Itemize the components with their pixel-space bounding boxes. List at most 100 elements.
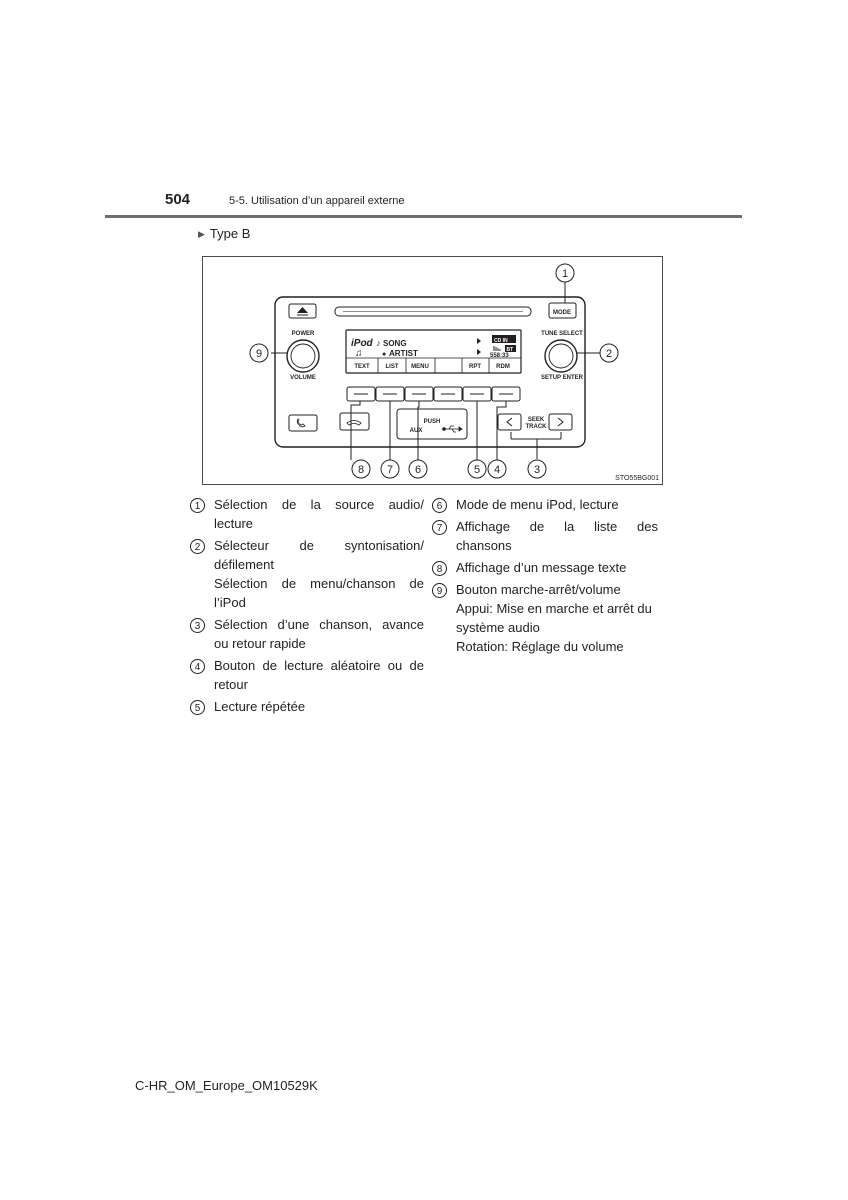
- seek-label: SEEK: [528, 417, 545, 423]
- callout-item: 2 Sélecteur de syntonisation/ défilement…: [190, 536, 424, 612]
- callout-item: 9 Bouton marche-arrêt/volume Appui: Mise…: [432, 580, 658, 656]
- cd-in-badge: [492, 335, 516, 343]
- callout-badge: 3: [190, 618, 205, 633]
- play-arrow-icon: [477, 349, 481, 355]
- callout-text: Rotation: Réglage du volume: [456, 639, 624, 654]
- display-source: iPod: [351, 338, 374, 349]
- playlist-icon: ♫: [355, 348, 363, 359]
- callout-item: 5 Lecture répétée: [190, 697, 424, 716]
- preset-button-1: [346, 386, 376, 402]
- seek-up-button: [548, 413, 573, 431]
- eject-icon: [297, 307, 308, 313]
- callout-badge: 2: [190, 539, 205, 554]
- audio-unit-body: [274, 296, 586, 448]
- aux-label: AUX: [410, 428, 423, 434]
- callout-item: 8 Affichage d’un message texte: [432, 558, 658, 577]
- callout-circle-6: [408, 459, 428, 479]
- callout-item: 6 Mode de menu iPod, lecture: [432, 495, 658, 514]
- figure-code: STO55BG001: [615, 475, 659, 482]
- preset-button-4: [433, 386, 463, 402]
- softkey-list: LIST: [386, 364, 399, 370]
- push-label: PUSH: [424, 419, 441, 425]
- callout-badge: 9: [432, 583, 447, 598]
- footer-code: C-HR_OM_Europe_OM10529K: [135, 1078, 318, 1093]
- music-note-icon: ♪: [376, 338, 381, 348]
- display-artist: ARTIST: [389, 349, 418, 358]
- callout-number: 6: [415, 464, 421, 476]
- phone-pickup-button: [288, 414, 318, 432]
- callout-text: Appui: Mise en marche et arrêt du: [456, 601, 652, 616]
- callout-badge: 4: [190, 659, 205, 674]
- cd-in-text: CD IN: [494, 338, 508, 344]
- subheading-label: Type B: [209, 226, 251, 241]
- callout-text: Affichage de la liste des: [456, 519, 658, 534]
- phone-hangup-icon: [346, 420, 362, 426]
- callout-text: ou retour rapide: [214, 636, 306, 651]
- callout-item: 7 Affichage de la liste des chansons: [432, 517, 658, 555]
- display-time: 558:33: [490, 353, 509, 359]
- mode-button: [548, 302, 577, 319]
- callout-number: 5: [474, 464, 480, 476]
- triangle-marker-icon: ▶: [198, 229, 205, 239]
- callout-number: 3: [534, 464, 540, 476]
- callout-number: 8: [358, 464, 364, 476]
- chevron-right-icon: [557, 417, 564, 427]
- callout-text: Bouton marche-arrêt/volume: [456, 582, 621, 597]
- callout-text: système audio: [456, 620, 540, 635]
- callout-badge: 6: [432, 498, 447, 513]
- callout-circle-3: [527, 459, 547, 479]
- chevron-left-icon: [506, 417, 513, 427]
- callout-text: Affichage d’un message texte: [456, 560, 627, 575]
- callout-text: chansons: [456, 538, 512, 553]
- usb-icon: [442, 425, 463, 433]
- callout-item: 4 Bouton de lecture aléatoire ou de reto…: [190, 656, 424, 694]
- callout-circle-4: [487, 459, 507, 479]
- power-label: POWER: [292, 331, 315, 337]
- play-arrow-icon: [477, 338, 481, 344]
- phone-pickup-icon: [296, 418, 306, 428]
- callout-item: 3 Sélection d’une chanson, avance ou ret…: [190, 615, 424, 653]
- bt-badge: [505, 345, 516, 352]
- person-icon: ●: [382, 351, 386, 358]
- callout-text: l’iPod: [214, 595, 246, 610]
- volume-knob: [286, 339, 320, 373]
- tune-select-label: TUNE SELECT: [541, 331, 583, 337]
- callout-badge: 7: [432, 520, 447, 535]
- tune-select-knob: [544, 339, 578, 373]
- callout-text: Sélection de menu/chanson de: [214, 576, 424, 591]
- softkey-rpt: RPT: [469, 364, 481, 370]
- callout-number: 2: [606, 348, 612, 360]
- callout-badge: 1: [190, 498, 205, 513]
- callout-number: 9: [256, 348, 262, 360]
- audio-unit-figure: 1 2 3 4 5 6 7 8 9 MODE TUNE SELECT SETUP…: [202, 256, 663, 485]
- callout-text: Lecture répétée: [214, 699, 306, 714]
- display-screen: [345, 329, 522, 374]
- callout-circle-2: [599, 343, 619, 363]
- cd-slot: [334, 306, 532, 317]
- signal-icon: [493, 346, 501, 351]
- callout-circle-9: [249, 343, 269, 363]
- eject-button: [288, 303, 317, 319]
- callout-circle-5: [467, 459, 487, 479]
- seek-down-button: [497, 413, 522, 431]
- callout-item: 1 Sélection de la source audio/ lecture: [190, 495, 424, 533]
- page-number: 504: [165, 191, 191, 208]
- callout-number: 1: [562, 268, 568, 280]
- setup-enter-label: SETUP ENTER: [541, 375, 584, 381]
- bt-text: BT: [507, 347, 514, 353]
- softkey-text: TEXT: [354, 364, 370, 370]
- callout-circle-1: [555, 263, 575, 283]
- header-rule: [105, 215, 742, 218]
- track-label: TRACK: [526, 424, 548, 430]
- subheading: ▶ Type B: [198, 226, 250, 241]
- callout-text: Sélection d’une chanson, avance: [214, 617, 424, 632]
- callout-text: retour: [214, 677, 248, 692]
- callout-text: défilement: [214, 557, 274, 572]
- callout-text: lecture: [214, 516, 254, 531]
- callout-text: Mode de menu iPod, lecture: [456, 497, 619, 512]
- callout-circle-8: [351, 459, 371, 479]
- audio-unit-illustration: 1 2 3 4 5 6 7 8 9 MODE TUNE SELECT SETUP…: [249, 263, 619, 479]
- callout-text: Sélecteur de syntonisation/: [214, 538, 424, 553]
- display-song: SONG: [383, 339, 407, 348]
- callout-list-right: 6 Mode de menu iPod, lecture 7 Affichage…: [432, 495, 658, 659]
